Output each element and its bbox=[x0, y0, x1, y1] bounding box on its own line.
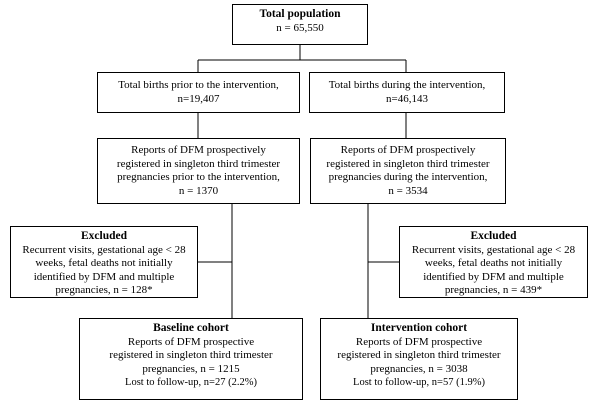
dfm-during-line: registered in singleton third trimester bbox=[326, 157, 490, 170]
excluded-during-line: weeks, fetal deaths not initially bbox=[424, 257, 563, 269]
baseline-cohort-line: Reports of DFM prospective bbox=[127, 335, 255, 348]
excluded-prior-line: weeks, fetal deaths not initially bbox=[35, 257, 173, 269]
births-prior-box: Total births prior to the intervention, … bbox=[97, 72, 300, 113]
intervention-cohort-count: pregnancies, n = 3038 bbox=[370, 362, 468, 375]
intervention-cohort-line: registered in singleton third trimester bbox=[337, 349, 501, 361]
total-population-title: Total population bbox=[259, 8, 341, 20]
dfm-during-line: pregnancies during the intervention, bbox=[328, 171, 488, 183]
total-population-count: n = 65,550 bbox=[276, 21, 324, 34]
dfm-prior-line: registered in singleton third trimester bbox=[116, 157, 281, 170]
births-prior-label: Total births prior to the intervention, bbox=[118, 79, 279, 91]
total-population-box: Total population n = 65,550 bbox=[232, 4, 368, 45]
births-during-label: Total births during the intervention, bbox=[328, 79, 486, 91]
excluded-during-count: pregnancies, n = 439* bbox=[444, 284, 543, 296]
excluded-prior-box: Excluded Recurrent visits, gestational a… bbox=[10, 226, 198, 298]
baseline-lost-to-follow-up: Lost to follow-up, n=27 (2.2%) bbox=[125, 377, 257, 388]
excluded-prior-count: pregnancies, n = 128* bbox=[55, 284, 153, 296]
excluded-during-box: Excluded Recurrent visits, gestational a… bbox=[399, 226, 588, 298]
intervention-lost-to-follow-up: Lost to follow-up, n=57 (1.9%) bbox=[353, 377, 485, 388]
excluded-prior-line: identified by DFM and multiple bbox=[33, 270, 175, 283]
dfm-prior-line: Reports of DFM prospectively bbox=[131, 144, 266, 156]
baseline-cohort-line: registered in singleton third trimester bbox=[109, 349, 273, 361]
baseline-cohort-title: Baseline cohort bbox=[153, 322, 229, 334]
dfm-prior-box: Reports of DFM prospectively registered … bbox=[97, 138, 300, 204]
intervention-cohort-box: Intervention cohort Reports of DFM prosp… bbox=[320, 318, 518, 400]
excluded-during-line: identified by DFM and multiple bbox=[423, 270, 564, 283]
intervention-cohort-line: Reports of DFM prospective bbox=[355, 335, 483, 348]
dfm-during-count: n = 3534 bbox=[388, 184, 428, 197]
births-prior-count: n=19,407 bbox=[177, 92, 220, 105]
dfm-during-box: Reports of DFM prospectively registered … bbox=[310, 138, 506, 204]
dfm-prior-count: n = 1370 bbox=[178, 184, 219, 197]
baseline-cohort-box: Baseline cohort Reports of DFM prospecti… bbox=[79, 318, 303, 400]
births-during-count: n=46,143 bbox=[386, 92, 428, 105]
intervention-cohort-title: Intervention cohort bbox=[370, 322, 468, 334]
excluded-during-line: Recurrent visits, gestational age < 28 bbox=[411, 243, 576, 256]
baseline-cohort-count: pregnancies, n = 1215 bbox=[142, 362, 240, 375]
dfm-prior-line: pregnancies prior to the intervention, bbox=[117, 171, 280, 183]
excluded-during-title: Excluded bbox=[470, 230, 517, 242]
births-during-box: Total births during the intervention, n=… bbox=[309, 72, 505, 113]
excluded-prior-line: Recurrent visits, gestational age < 28 bbox=[22, 243, 186, 256]
dfm-during-line: Reports of DFM prospectively bbox=[340, 144, 476, 156]
excluded-prior-title: Excluded bbox=[80, 230, 127, 242]
